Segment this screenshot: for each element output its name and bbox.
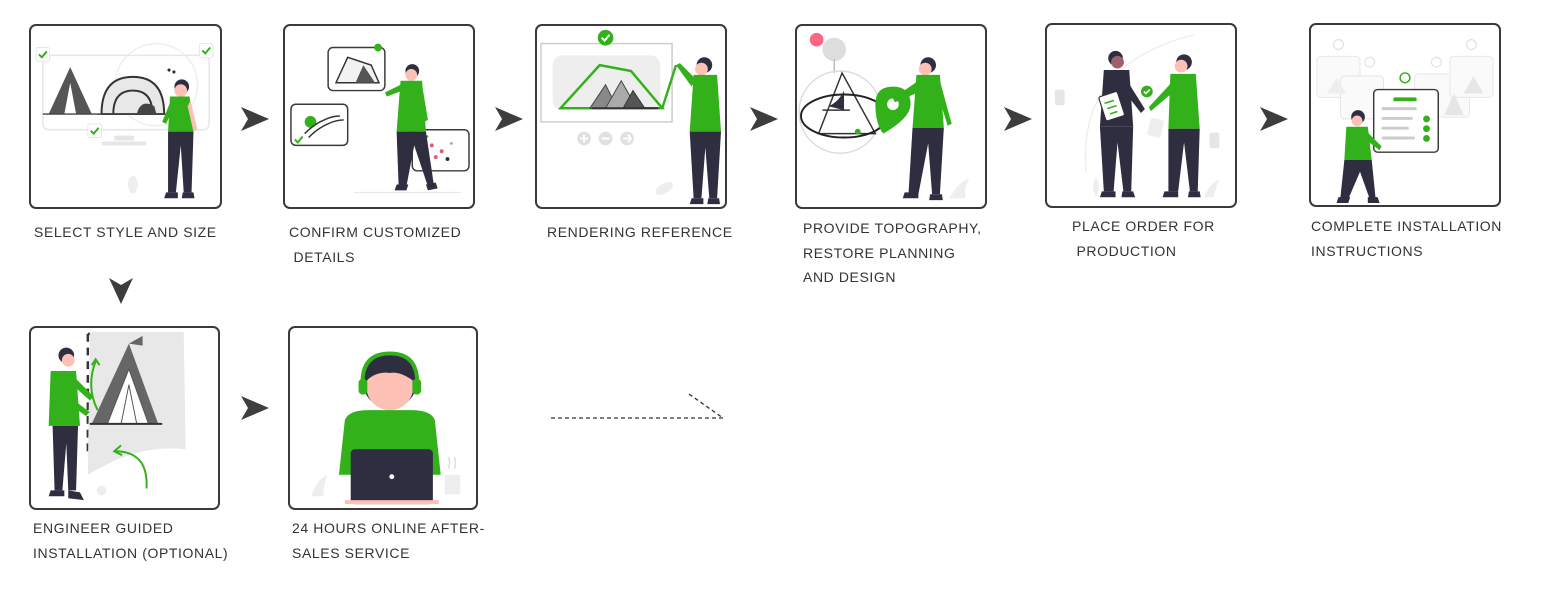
step-label-line: 24 HOURS ONLINE AFTER- — [292, 520, 485, 536]
tent-selection-illustration — [35, 42, 214, 199]
map-location-illustration — [798, 32, 970, 201]
handshake-illustration — [1054, 34, 1220, 198]
arrow-right-icon — [1004, 107, 1032, 131]
headset-support-illustration — [311, 351, 461, 505]
step-card-3 — [535, 24, 727, 209]
arrow-right-icon — [1260, 107, 1288, 131]
arrow-right-icon — [241, 396, 269, 420]
arrow-down-icon — [109, 278, 133, 304]
step-label-line: RESTORE PLANNING — [803, 244, 956, 261]
arrow-right-icon — [241, 107, 269, 131]
step-label-line: PRODUCTION — [1072, 242, 1177, 259]
step-label-3: RENDERING REFERENCE — [547, 220, 733, 245]
step-card-8 — [288, 326, 478, 510]
checklist-documents-illustration — [1316, 39, 1494, 204]
step-label-line: COMPLETE INSTALLATION — [1311, 218, 1503, 234]
step-card-4 — [795, 24, 987, 209]
step-label-line: AND DESIGN — [803, 269, 897, 285]
tent-installation-illustration — [48, 331, 186, 501]
step-card-2 — [283, 24, 475, 209]
step-label-line: PLACE ORDER FOR — [1072, 218, 1215, 234]
step-label-line: PROVIDE TOPOGRAPHY, — [803, 220, 982, 236]
step-card-7 — [29, 326, 220, 510]
step-label-line: ENGINEER GUIDED — [33, 520, 174, 536]
step-label-5: PLACE ORDER FOR PRODUCTION — [1072, 214, 1215, 263]
step-card-1 — [29, 24, 222, 209]
step-label-line: SALES SERVICE — [292, 544, 411, 561]
dashed-arrow-icon — [551, 393, 724, 419]
step-label-2: CONFIRM CUSTOMIZED DETAILS — [289, 220, 461, 269]
step-label-1: SELECT STYLE AND SIZE — [34, 220, 217, 245]
step-label-line: DETAILS — [289, 248, 356, 265]
step-label-line: RENDERING REFERENCE — [547, 224, 733, 240]
step-label-line: SELECT STYLE AND SIZE — [34, 224, 217, 240]
step-card-6 — [1309, 23, 1501, 207]
step-label-6: COMPLETE INSTALLATION INSTRUCTIONS — [1311, 214, 1502, 263]
details-confirmation-illustration — [290, 43, 470, 193]
step-label-line: CONFIRM CUSTOMIZED — [289, 224, 462, 240]
step-label-line: INSTRUCTIONS — [1311, 242, 1424, 259]
step-label-line: INSTALLATION (OPTIONAL) — [33, 544, 229, 561]
rendering-preview-illustration — [540, 29, 722, 205]
arrow-right-icon — [750, 107, 778, 131]
step-card-5 — [1045, 23, 1237, 208]
step-label-4: PROVIDE TOPOGRAPHY, RESTORE PLANNING AND… — [803, 216, 982, 290]
arrow-right-icon — [495, 107, 523, 131]
step-label-7: ENGINEER GUIDED INSTALLATION (OPTIONAL) — [33, 516, 228, 565]
step-label-8: 24 HOURS ONLINE AFTER- SALES SERVICE — [292, 516, 485, 565]
